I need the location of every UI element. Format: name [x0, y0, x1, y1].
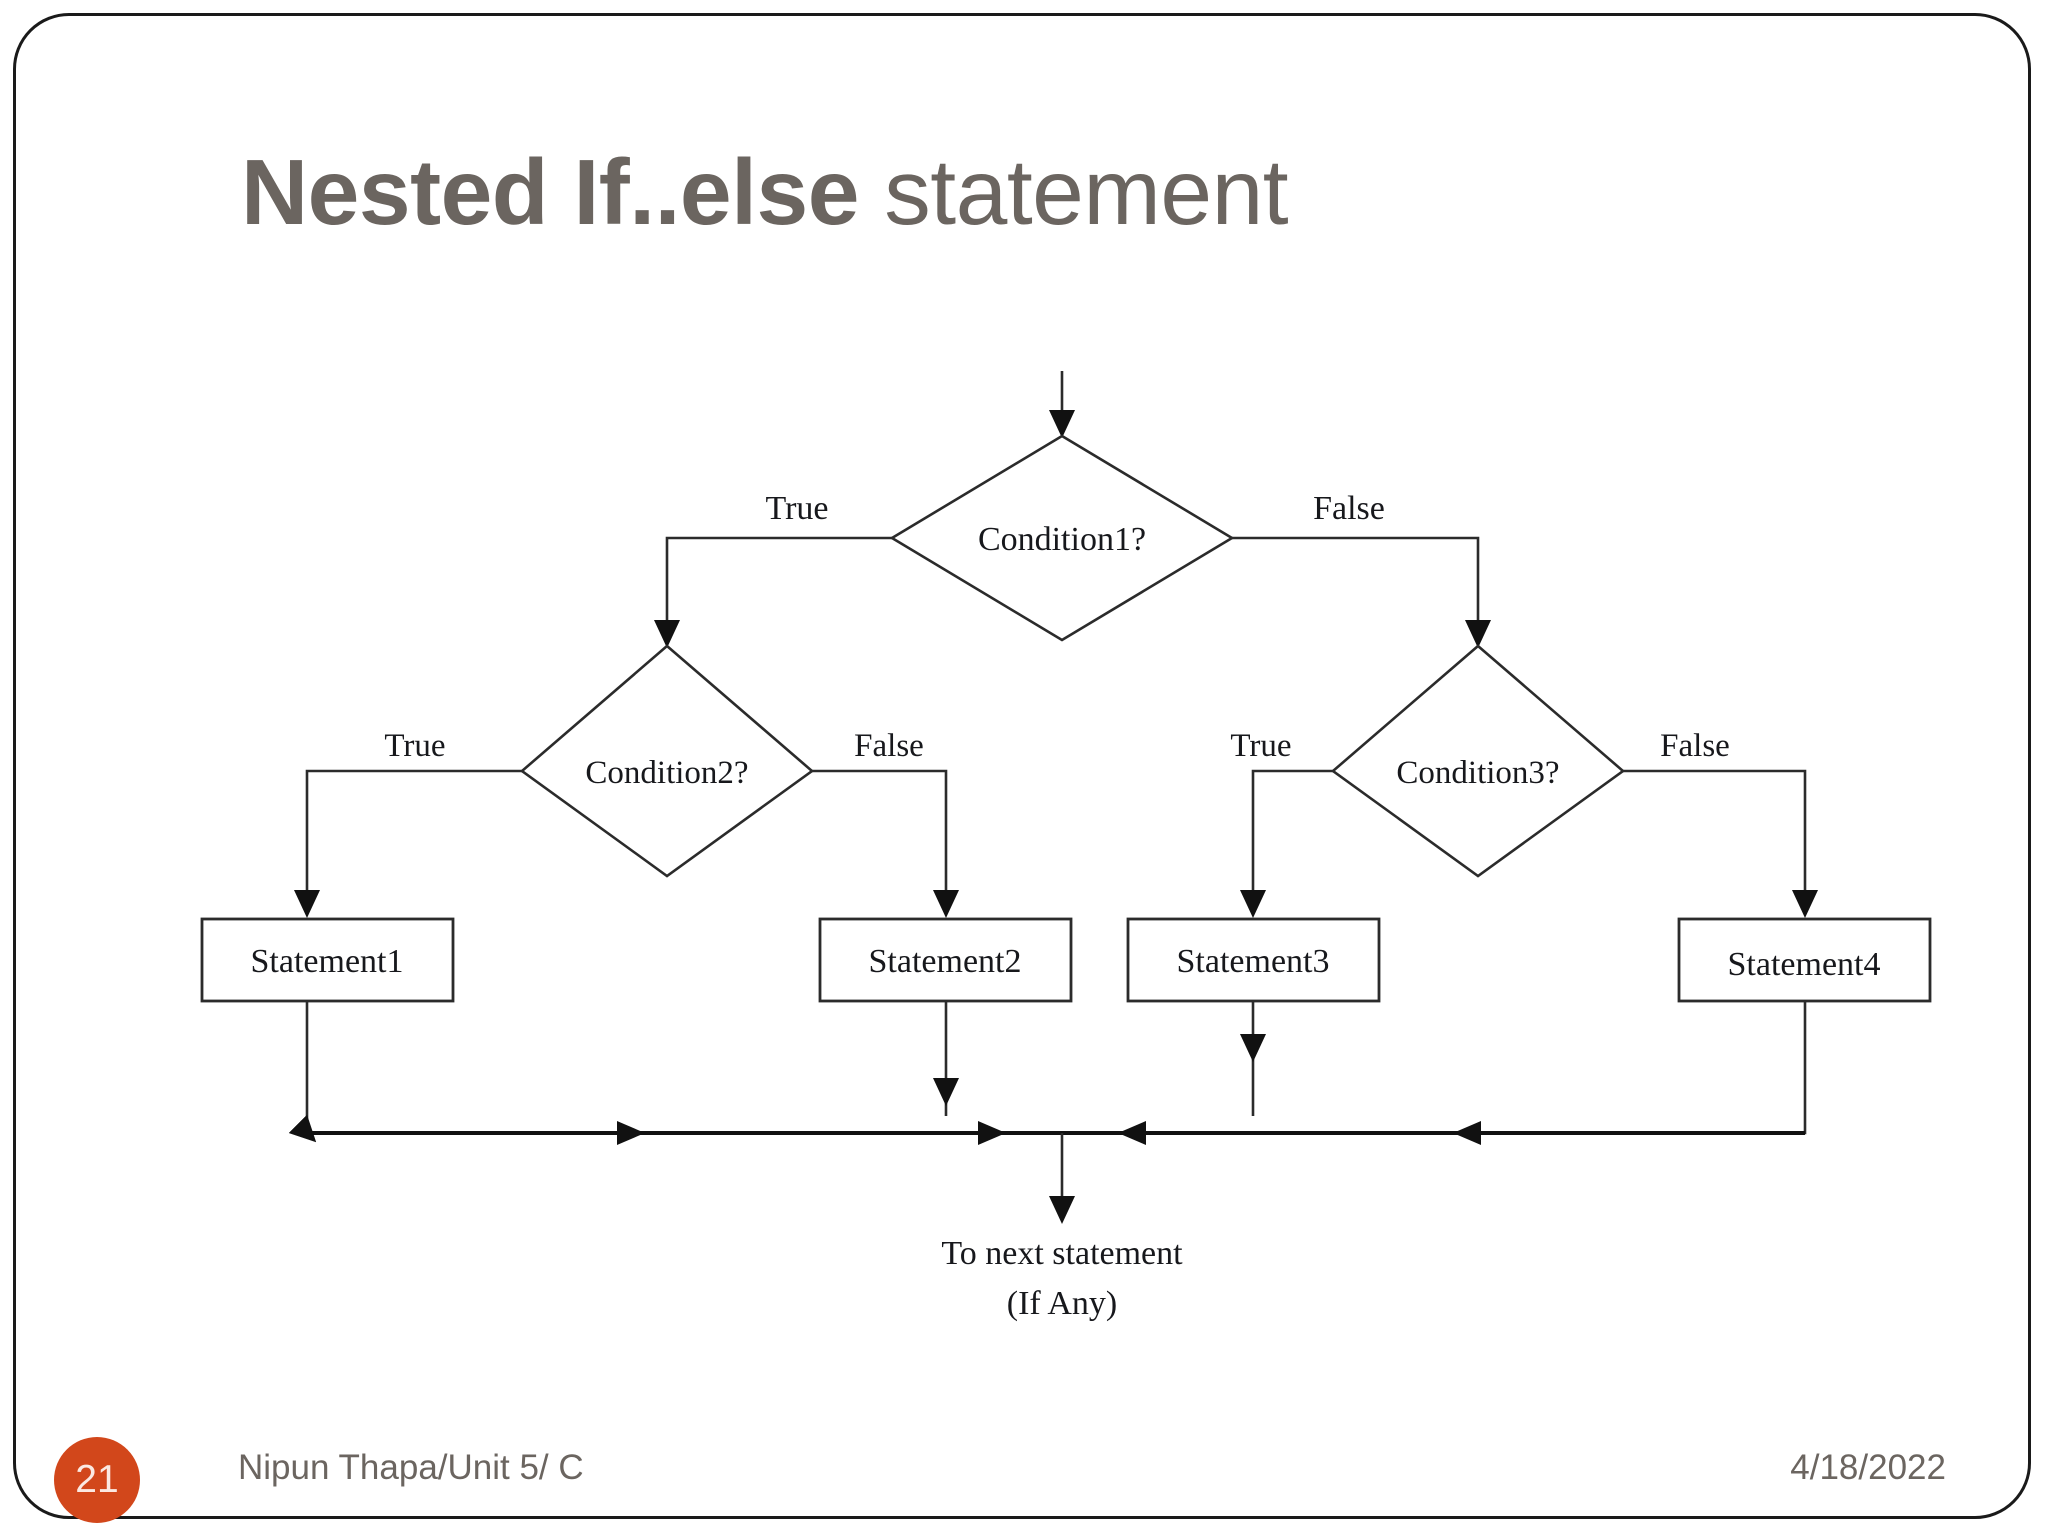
edge-statement3-merge-arrowhead	[1240, 1034, 1266, 1062]
page-number-badge: 21	[54, 1437, 140, 1523]
process-statement4-shape	[1677, 917, 1932, 1003]
exit-label-line2: (If Any)	[1007, 1285, 1117, 1322]
edge-condition3-false	[1623, 769, 1807, 896]
process-statement2-label: Statement2	[869, 943, 1022, 980]
decision-condition1-label: Condition1?	[978, 521, 1146, 558]
edge-entry-arrowhead	[1049, 410, 1075, 438]
edge-exit-arrowhead	[1049, 1196, 1075, 1224]
edge-label-condition3-false: False	[1660, 728, 1730, 764]
edge-label-condition1-false: False	[1313, 490, 1385, 527]
page-title: Nested If..else statement	[241, 143, 1289, 242]
process-statement3-shape	[1126, 917, 1381, 1003]
edge-label-condition3-true: True	[1230, 728, 1291, 764]
decision-condition1-shape	[889, 434, 1235, 642]
slide-frame: Nested If..else statement	[13, 13, 2034, 1523]
edge-statement2-merge-arrowhead	[933, 1078, 959, 1106]
process-statement4-label: Statement4	[1728, 946, 1881, 983]
edge-condition2-false-arrowhead	[933, 890, 959, 918]
page-title-bold: Nested If..else	[241, 140, 859, 244]
decision-condition3-shape	[1330, 644, 1626, 878]
edge-condition1-true	[665, 536, 892, 626]
flowchart-diagram: Condition1? Condition2? Condition3? True…	[16, 16, 2034, 1522]
edge-condition1-false-arrowhead	[1465, 620, 1491, 648]
edge-condition1-false	[1232, 536, 1480, 626]
edge-statement4-to-merge	[1062, 1001, 1807, 1135]
process-statement2-shape	[818, 917, 1073, 1003]
process-statement1-shape	[200, 917, 455, 1003]
edge-condition2-true-arrowhead	[294, 890, 320, 918]
edge-condition1-true-arrowhead	[654, 620, 680, 648]
edge-condition3-false-arrowhead	[1792, 890, 1818, 918]
edge-condition2-false	[812, 769, 948, 896]
decision-condition2-label: Condition2?	[585, 755, 748, 791]
decision-condition3-label: Condition3?	[1396, 755, 1559, 791]
page-title-light: statement	[858, 140, 1289, 244]
edge-condition3-true-arrowhead	[1240, 890, 1266, 918]
process-statement3-label: Statement3	[1177, 943, 1330, 980]
edge-statement1-to-merge	[288, 1001, 1062, 1143]
footer-author: Nipun Thapa/Unit 5/ C	[238, 1448, 584, 1487]
edge-label-condition2-false: False	[854, 728, 924, 764]
exit-label-line1: To next statement	[941, 1235, 1183, 1272]
edge-condition3-true	[1251, 769, 1333, 896]
footer-date: 4/18/2022	[1790, 1448, 1946, 1487]
edge-condition2-true	[305, 769, 522, 896]
decision-condition2-shape	[519, 644, 815, 878]
process-statement1-label: Statement1	[251, 943, 404, 980]
edge-label-condition2-true: True	[384, 728, 445, 764]
edge-label-condition1-true: True	[766, 490, 829, 527]
